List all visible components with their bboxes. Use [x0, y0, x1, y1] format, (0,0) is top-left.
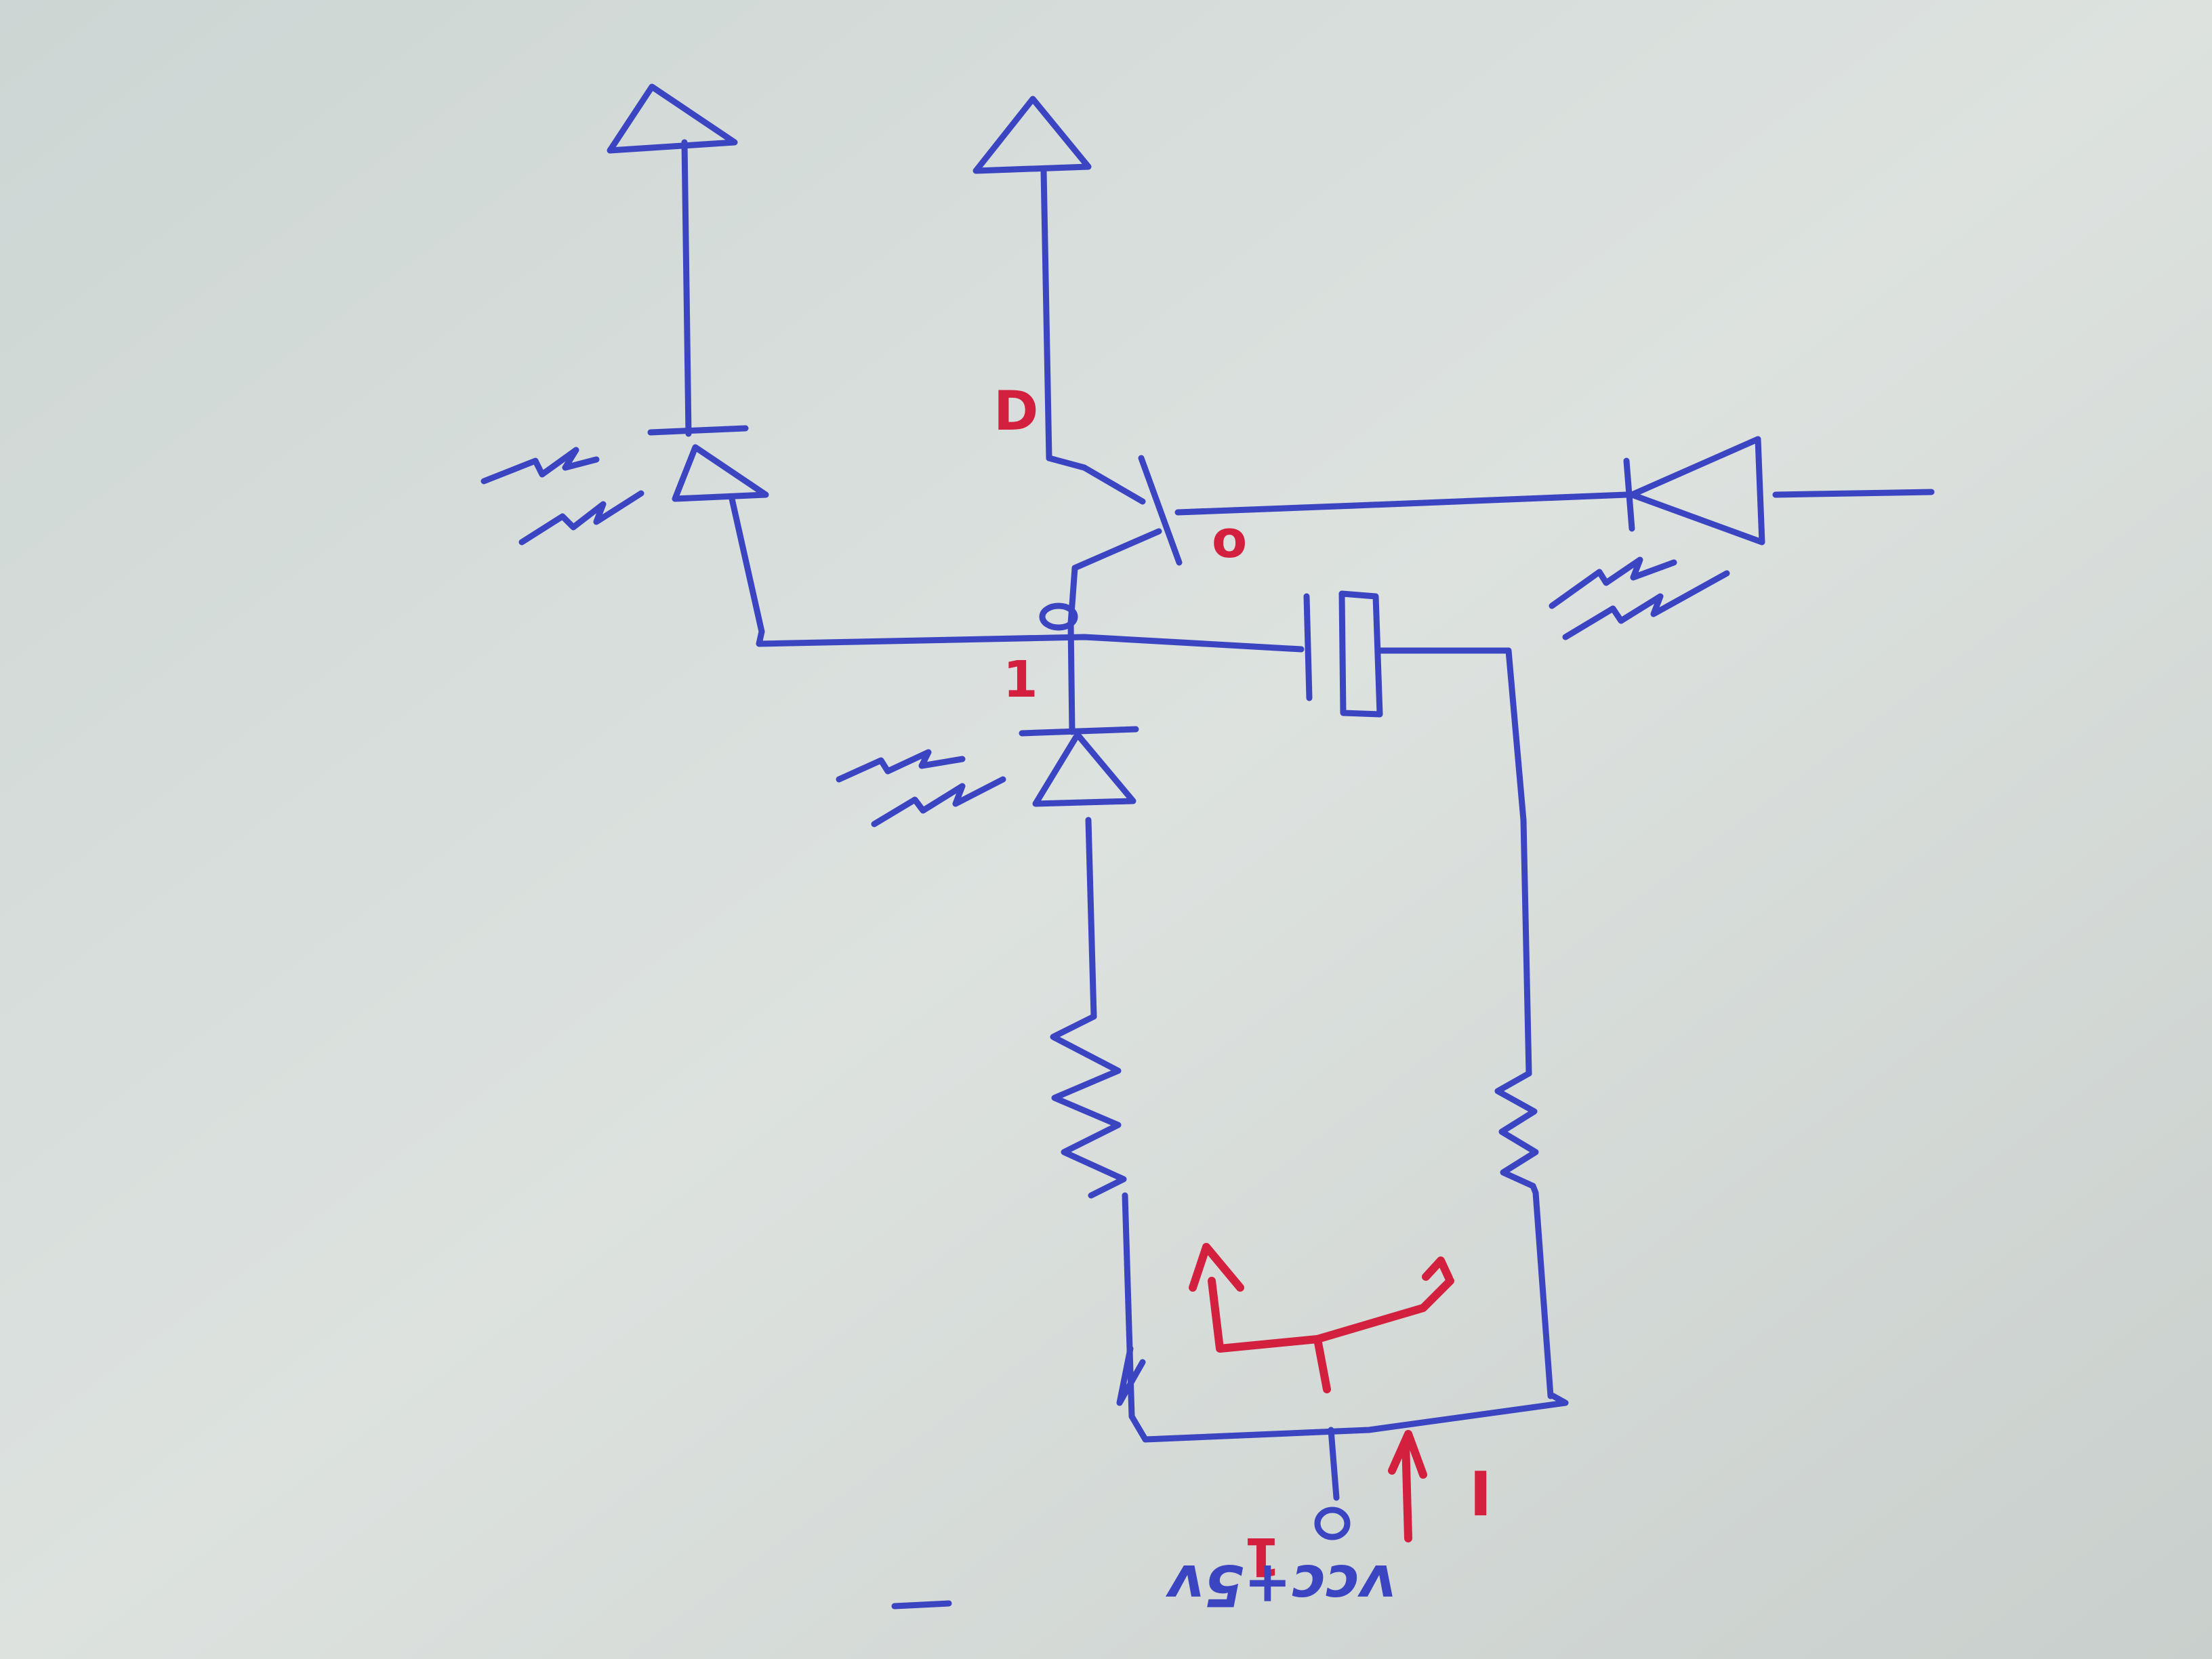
junction-node-icon	[1039, 602, 1078, 631]
right-diode-icon	[1352, 436, 1935, 640]
current-up-arrow-icon	[1388, 1430, 1427, 1542]
wire-bottom	[1128, 1393, 1569, 1443]
supply-voltage-label: vcc+5v	[1166, 1552, 1396, 1618]
supply-terminal-icon	[1314, 1507, 1351, 1540]
current-label: I	[1469, 1459, 1492, 1530]
one-left-label: 1	[1003, 651, 1038, 709]
lower-photodiode-icon	[836, 620, 1139, 827]
wire-to-supply	[1328, 1427, 1340, 1501]
transistor-icon	[1046, 455, 1359, 627]
center-antenna-icon	[972, 96, 1092, 462]
one-bottom-label: 1	[1244, 1525, 1281, 1586]
left-resistor-icon	[1050, 817, 1146, 1420]
current-split-arrow-icon	[1189, 1243, 1454, 1393]
right-resistor-icon	[1494, 817, 1554, 1399]
upper-photodiode-icon	[480, 425, 769, 635]
drain-label: D	[994, 380, 1038, 443]
wire-horizontal	[756, 628, 1305, 653]
left-antenna-icon	[607, 83, 738, 437]
capacitor-icon	[1303, 590, 1527, 823]
q-out-label: o	[1212, 509, 1247, 569]
supply-underline	[891, 1600, 952, 1610]
